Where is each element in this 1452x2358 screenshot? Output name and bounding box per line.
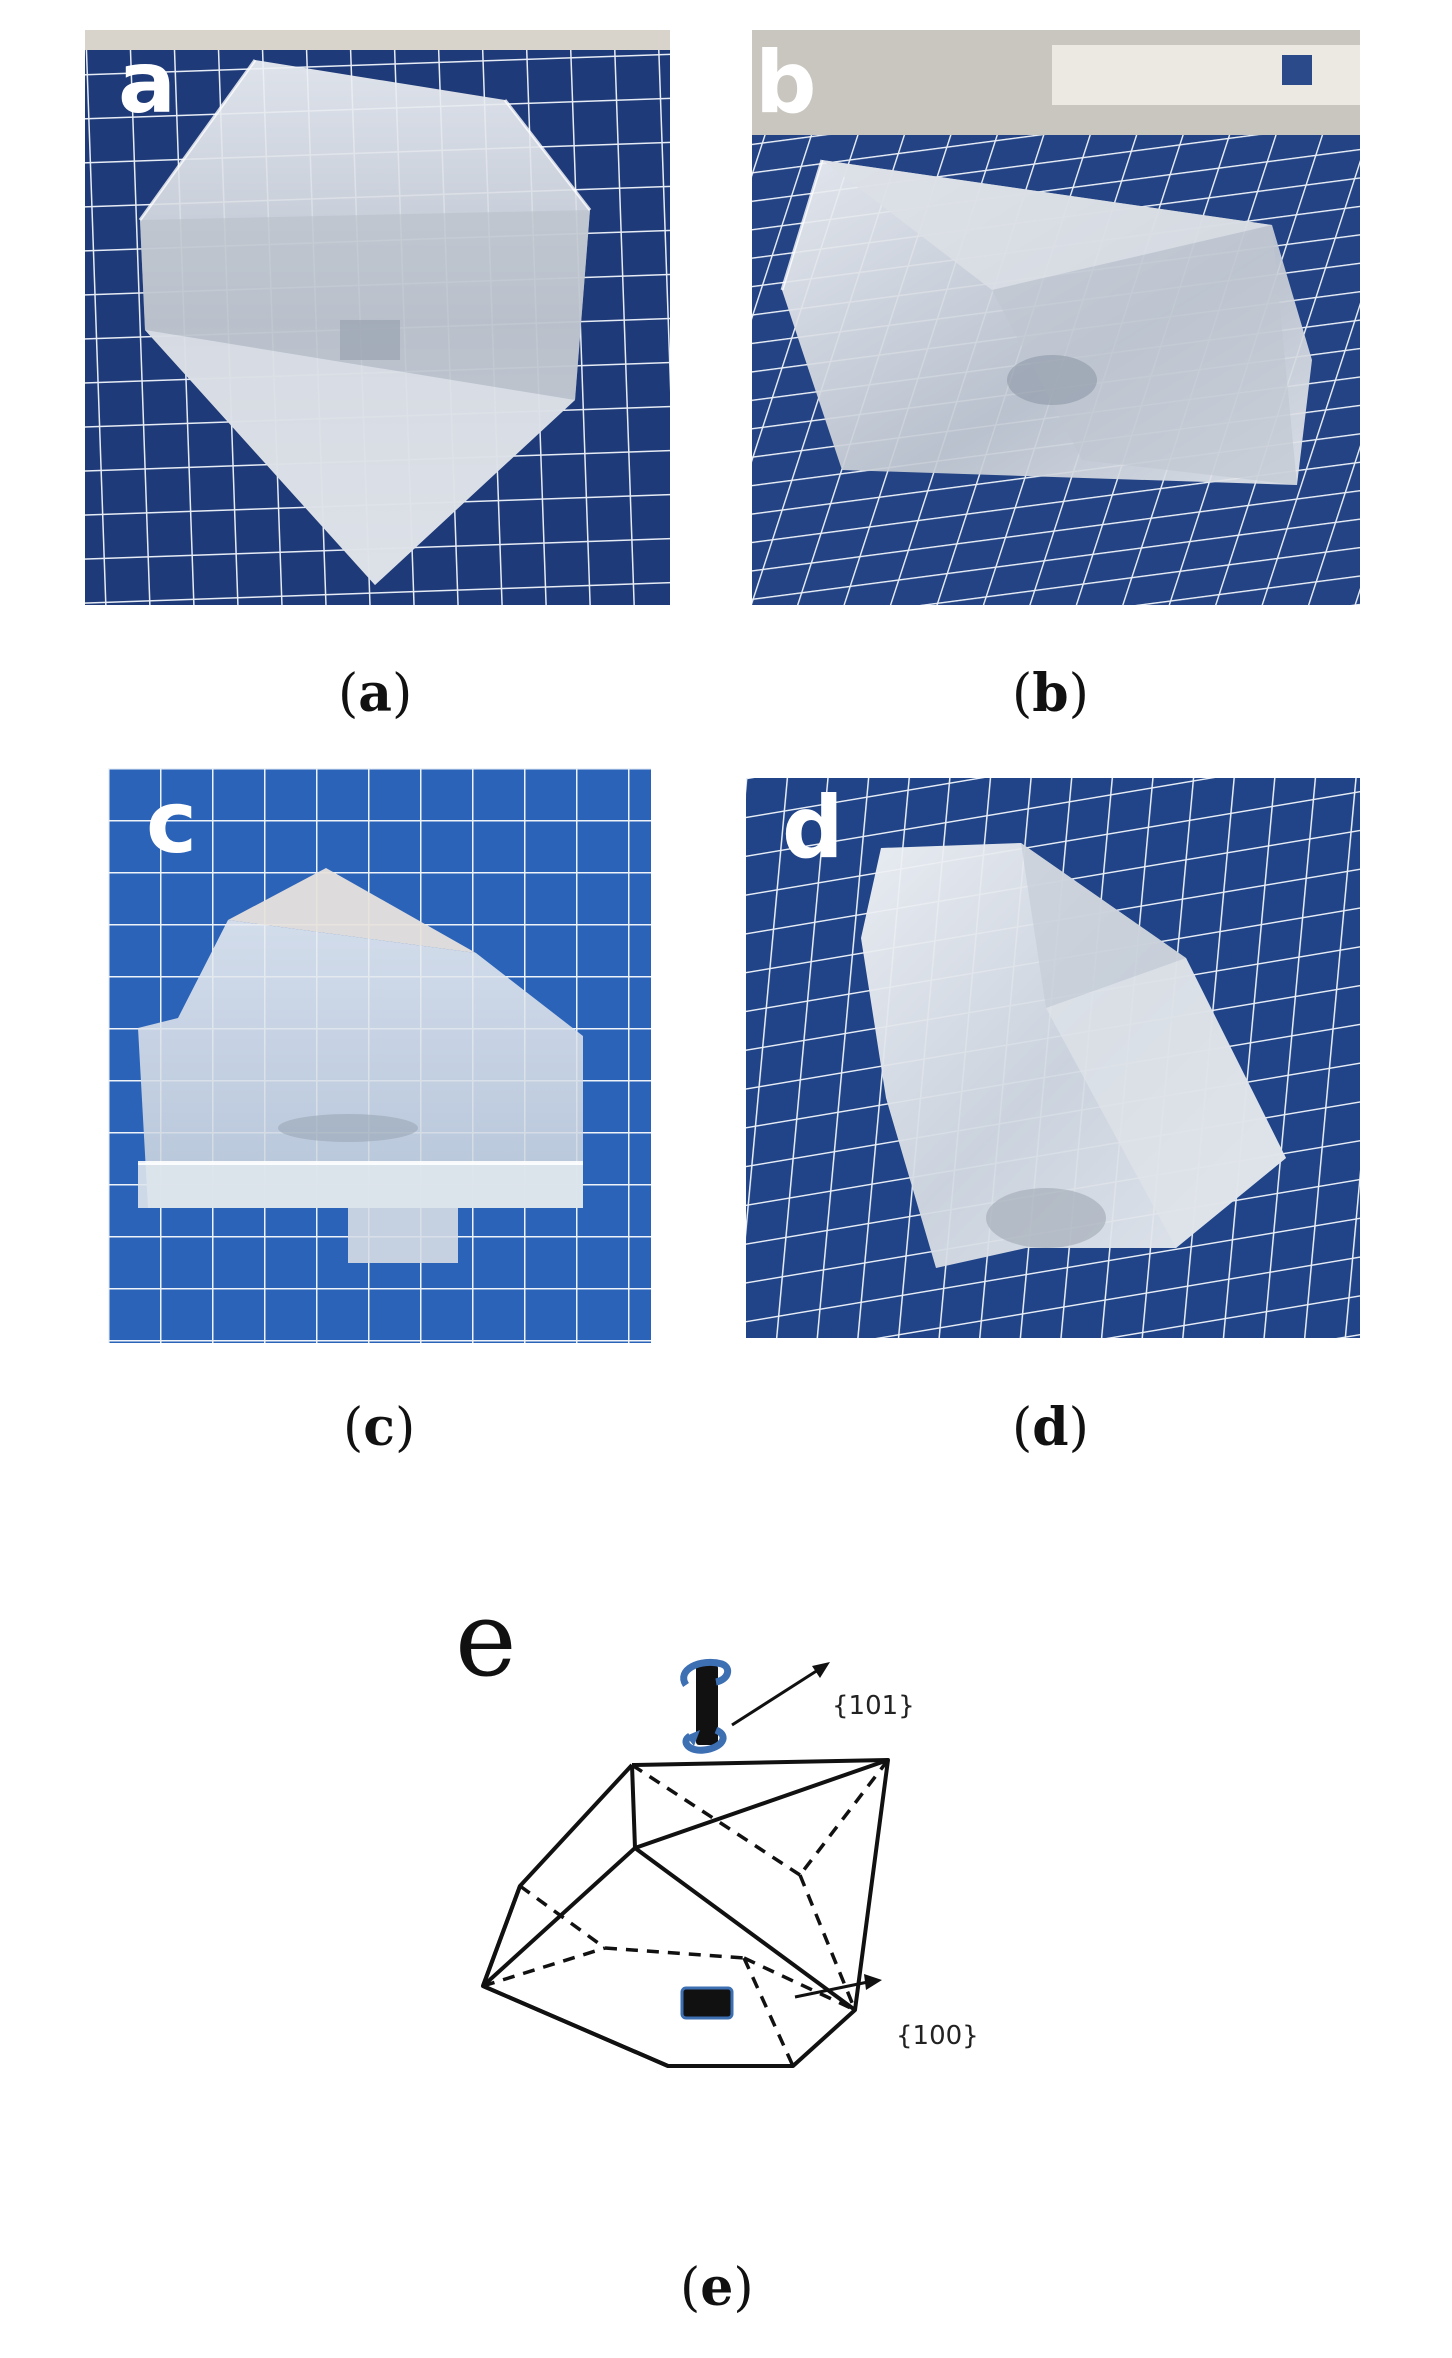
arrow-101-icon (731, 1668, 819, 1727)
rotation-arrow-top-icon (680, 1659, 732, 1687)
caption-c-open: ( (343, 1398, 364, 1458)
caption-b-letter: b (1032, 663, 1069, 724)
caption-e-open: ( (680, 2258, 701, 2318)
arrowhead-100-icon (864, 1974, 882, 1990)
seed-window-icon (680, 1986, 734, 2020)
seed-rod-icon (696, 1665, 718, 1745)
crystal-photo-c (108, 768, 651, 1343)
caption-b-close: ) (1068, 664, 1089, 724)
caption-d-letter: d (1032, 1397, 1069, 1458)
crystal-photo-d (746, 778, 1360, 1338)
crystal-hidden-edges (482, 1758, 890, 2067)
caption-d: (d) (1012, 1402, 1089, 1455)
caption-e-letter: e (700, 2257, 734, 2318)
caption-a-letter: a (358, 663, 392, 724)
arrowhead-101-icon (812, 1662, 830, 1678)
crystal-habit-diagram: e (0, 1540, 1452, 2140)
caption-b: (b) (1012, 668, 1089, 721)
caption-a-open: ( (338, 664, 359, 724)
panel-letter-d: d (782, 778, 844, 878)
caption-d-open: ( (1012, 1398, 1033, 1458)
crystal-photo-b (752, 30, 1360, 605)
face-label-100: {100} (896, 2021, 979, 2051)
caption-a: (a) (338, 668, 412, 721)
rotation-arrowhead-icon (686, 1730, 700, 1746)
caption-c-letter: c (363, 1397, 395, 1458)
caption-e: (e) (680, 2262, 754, 2315)
caption-c: (c) (343, 1402, 415, 1455)
panel-letter-c: c (146, 773, 197, 873)
arrow-100-icon (794, 1980, 869, 1999)
caption-d-close: ) (1068, 1398, 1089, 1458)
caption-b-open: ( (1012, 664, 1033, 724)
photo-panel-b (752, 30, 1360, 605)
photo-panel-c (108, 768, 651, 1343)
crystal-habit-diagram-svg: e (455, 1578, 979, 2068)
photo-panel-d (746, 778, 1360, 1338)
crystal-photo-a (85, 30, 670, 605)
face-label-101: {101} (832, 1691, 915, 1721)
caption-a-close: ) (392, 664, 413, 724)
panel-letter-b: b (755, 33, 817, 133)
caption-e-close: ) (733, 2258, 754, 2318)
panel-letter-a: a (118, 33, 177, 133)
crystal-wireframe (481, 1758, 890, 2068)
caption-c-close: ) (394, 1398, 416, 1458)
diagram-letter-e: e (455, 1578, 517, 1700)
rotation-arrow-bottom-icon (682, 1726, 727, 1754)
photo-panel-a (85, 30, 670, 605)
